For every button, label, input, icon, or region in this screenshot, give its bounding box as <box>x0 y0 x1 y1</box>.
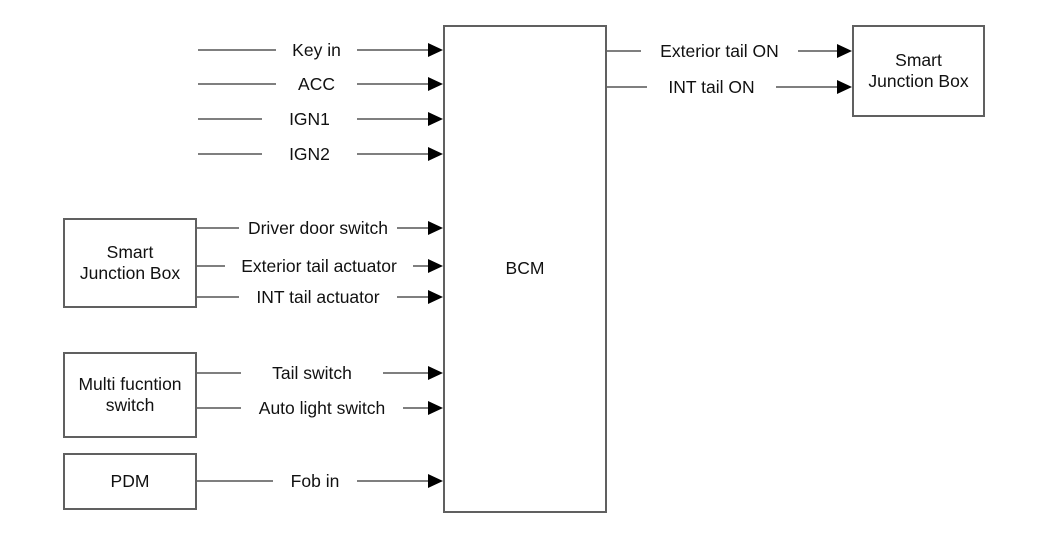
connector-line <box>197 480 273 482</box>
connector-line <box>198 153 262 155</box>
signal-row-driver-door-switch: Driver door switch <box>197 215 443 241</box>
arrowhead-icon <box>427 221 443 235</box>
arrowhead-icon <box>428 259 443 273</box>
signal-row-int-tail-actuator: INT tail actuator <box>197 284 443 310</box>
connector-line <box>797 50 837 52</box>
connector-line <box>396 227 428 229</box>
connector-line <box>356 153 428 155</box>
signal-label: IGN1 <box>289 108 330 129</box>
arrowhead-icon <box>428 366 443 380</box>
connector-line <box>607 50 641 52</box>
connector-line <box>402 407 428 409</box>
signal-row-auto-light-switch: Auto light switch <box>197 395 443 421</box>
signal-label: Driver door switch <box>247 217 389 238</box>
connector-line <box>197 407 241 409</box>
signal-row-acc: ACC <box>198 71 443 97</box>
signal-row-exterior-tail-on: Exterior tail ON <box>607 38 852 64</box>
arrow-connector <box>356 474 443 488</box>
arrow-connector <box>776 80 852 94</box>
signal-label: INT tail actuator <box>256 286 380 307</box>
signal-label: Exterior tail actuator <box>241 255 397 276</box>
signal-row-exterior-tail-actuator: Exterior tail actuator <box>197 253 443 279</box>
connector-line <box>776 86 837 88</box>
arrowhead-icon <box>427 43 443 57</box>
connector-line <box>198 83 276 85</box>
arrow-connector <box>356 112 443 126</box>
connector-line <box>198 118 262 120</box>
pdm-box: PDM <box>63 453 197 510</box>
arrowhead-icon <box>427 401 443 415</box>
signal-row-ign1: IGN1 <box>198 106 443 132</box>
signal-label: Exterior tail ON <box>660 40 779 61</box>
connector-line <box>396 296 428 298</box>
arrowhead-icon <box>427 112 443 126</box>
connector-line <box>197 265 225 267</box>
arrow-connector <box>356 147 443 161</box>
smart-junction-box-left: Smart Junction Box <box>63 218 197 308</box>
arrow-connector <box>396 290 443 304</box>
signal-label: INT tail ON <box>668 76 755 97</box>
connector-line <box>197 227 239 229</box>
connector-line <box>197 372 241 374</box>
signal-label: Key in <box>292 39 341 60</box>
smart-junction-box-left-label-line2: Junction Box <box>79 263 181 283</box>
connector-line <box>356 83 428 85</box>
arrow-connector <box>396 221 443 235</box>
multi-function-switch-label-line1: Multi fucntion <box>78 373 182 394</box>
arrow-connector <box>402 401 443 415</box>
signal-row-fob-in: Fob in <box>197 468 443 494</box>
arrowhead-icon <box>427 77 443 91</box>
signal-row-tail-switch: Tail switch <box>197 360 443 386</box>
signal-label: Auto light switch <box>258 397 386 418</box>
signal-label: Tail switch <box>272 362 352 383</box>
bcm-box-label: BCM <box>505 258 545 279</box>
signal-label: Fob in <box>290 470 340 491</box>
signal-row-key-in: Key in <box>198 37 443 63</box>
pdm-box-label: PDM <box>110 470 150 491</box>
connector-line <box>198 49 276 51</box>
connector-line <box>197 296 239 298</box>
arrow-connector <box>797 44 852 58</box>
arrow-connector <box>413 259 443 273</box>
arrowhead-icon <box>427 290 443 304</box>
signal-row-int-tail-on: INT tail ON <box>607 74 852 100</box>
arrow-connector <box>356 77 443 91</box>
arrowhead-icon <box>427 147 443 161</box>
connector-line <box>413 265 428 267</box>
connector-line <box>356 49 428 51</box>
connector-line <box>356 480 428 482</box>
arrow-connector <box>383 366 443 380</box>
signal-label: IGN2 <box>289 143 330 164</box>
smart-junction-box-right-label-line2: Junction Box <box>868 71 969 91</box>
signal-row-ign2: IGN2 <box>198 141 443 167</box>
connector-line <box>356 118 428 120</box>
arrowhead-icon <box>836 44 852 58</box>
smart-junction-box-right: Smart Junction Box <box>852 25 985 117</box>
signal-label: ACC <box>298 73 335 94</box>
arrowhead-icon <box>427 474 443 488</box>
smart-junction-box-right-label-line1: Smart <box>895 49 942 70</box>
connector-line <box>383 372 428 374</box>
multi-function-switch-box: Multi fucntion switch <box>63 352 197 438</box>
arrowhead-icon <box>837 80 852 94</box>
connector-line <box>607 86 647 88</box>
smart-junction-box-left-label-line1: Smart <box>106 241 154 262</box>
arrow-connector <box>356 43 443 57</box>
multi-function-switch-label-line2: switch <box>105 395 155 415</box>
bcm-box: BCM <box>443 25 607 513</box>
